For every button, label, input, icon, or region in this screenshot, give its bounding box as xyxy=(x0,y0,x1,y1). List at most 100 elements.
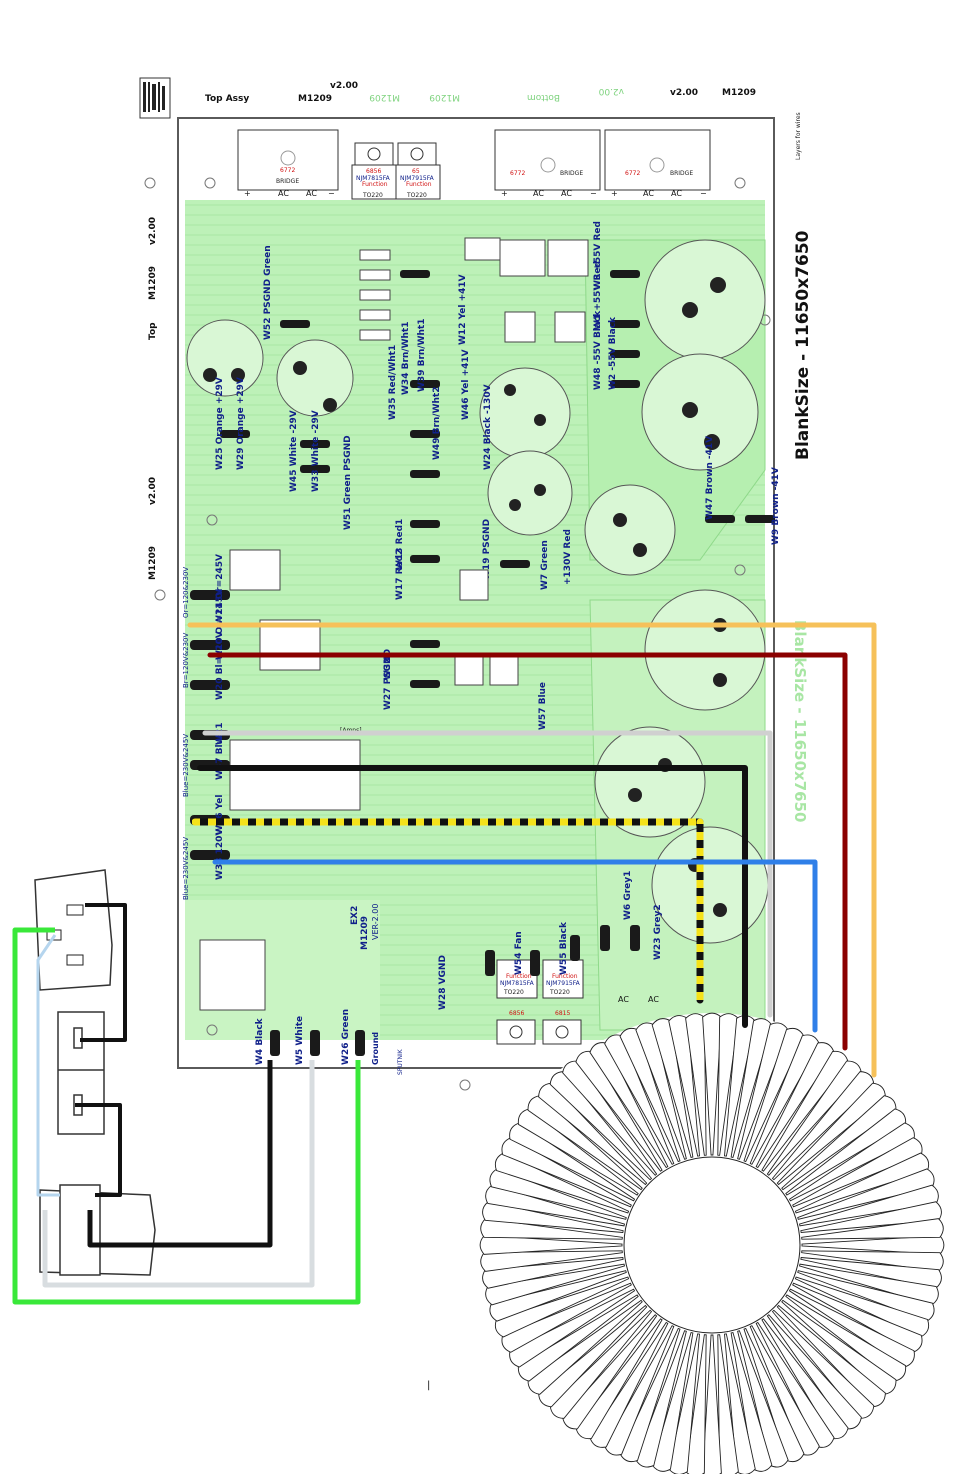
wire-grey xyxy=(202,730,773,1018)
reg-func-3: Function xyxy=(506,973,532,980)
top-assy-label: Top Assy xyxy=(205,94,249,104)
fuse-holder xyxy=(39,1184,156,1276)
bridge-name-1: BRIDGE xyxy=(276,178,299,185)
reg-pkg-4: TO220 xyxy=(549,989,570,996)
svg-text:AC: AC xyxy=(533,189,544,198)
toroidal-transformer xyxy=(479,1012,945,1478)
ghost-model-2: M1209 xyxy=(429,92,460,102)
svg-text:−: − xyxy=(590,189,597,198)
wire-label: W33 White -29V xyxy=(311,410,321,492)
board-version: VER-2.00 xyxy=(371,904,380,940)
svg-text:AC: AC xyxy=(671,189,682,198)
wire-label: W7 Green xyxy=(540,540,550,590)
svg-text:+: + xyxy=(244,189,251,198)
reg-pkg-1: TO220 xyxy=(362,192,383,199)
wire-label: +130V Red xyxy=(563,529,573,585)
svg-text:−: − xyxy=(328,189,335,198)
conn-label-4: Blue=230V&245V xyxy=(182,837,190,900)
toroid-winding xyxy=(801,1218,944,1240)
bottom-regulators xyxy=(496,959,584,1045)
svg-text:AC: AC xyxy=(618,995,629,1004)
reg-name-3: NJM7815FA xyxy=(500,980,535,987)
version-right: v2.00 xyxy=(670,88,698,98)
reg-name-1: NJM7815FA xyxy=(356,175,391,182)
wire-orange xyxy=(187,622,877,1078)
wire-label: W24 Black -130V xyxy=(483,384,493,470)
wire-label: W25 Orange +29V xyxy=(215,377,225,470)
wire-label: W49 Brn/Wht2 xyxy=(432,387,442,460)
wire-label: W46 Yel +41V xyxy=(461,349,471,420)
wire-label: W26 Green xyxy=(341,1009,351,1065)
wire-label: W38 120V xyxy=(215,829,225,880)
version-left: v2.00 xyxy=(330,81,358,91)
svg-text:AC: AC xyxy=(306,189,317,198)
conn-label-3: Blue=230V&245V xyxy=(182,734,190,797)
toroid-core-hole xyxy=(623,1156,801,1334)
layers-note: Layers for wires xyxy=(795,112,802,160)
wire-label: W17 Red2 xyxy=(395,549,405,600)
svg-text:AC: AC xyxy=(643,189,654,198)
side-model: M1209 xyxy=(148,266,158,300)
wire-black xyxy=(197,765,748,1028)
wire-label: W4 Black xyxy=(255,1017,265,1065)
capacitor-pads xyxy=(203,277,727,917)
reg-part-1: 6856 xyxy=(366,168,381,175)
wire-label: W32 xyxy=(383,658,393,680)
conn-label-2: Br=120V&230V xyxy=(182,632,190,688)
capacitors xyxy=(186,239,769,944)
model-left: M1209 xyxy=(298,94,332,104)
board-ground: Ground xyxy=(371,1032,380,1065)
bridge-part-2: 6772 xyxy=(510,170,525,177)
wire-label: W47 Brown -41V xyxy=(705,436,715,520)
barcode-logo xyxy=(139,77,171,119)
wire-label: W37 Blue xyxy=(215,732,225,780)
wire-label: W13 Red1 xyxy=(395,519,405,570)
wire-label: W57 Blue xyxy=(538,682,548,730)
wire-label: W54 Fan xyxy=(514,931,524,975)
reg-name-4: NJM7915FA xyxy=(546,980,581,987)
mounting-holes xyxy=(144,177,771,1091)
side-version-2: v2.00 xyxy=(148,477,158,505)
side-model-2: M1209 xyxy=(148,546,158,580)
wire-label: W2 -55V Black xyxy=(608,316,618,390)
mains-wires xyxy=(12,903,361,1305)
wire-label: W29 Orange +29V xyxy=(236,377,246,470)
bridge-rectifiers xyxy=(237,129,711,191)
ghost-model-1: M1209 xyxy=(369,92,400,102)
svg-text:AC: AC xyxy=(278,189,289,198)
wire-label: W5 White xyxy=(295,1016,305,1065)
wire-label: W23 Grey2 xyxy=(653,904,663,960)
wire-blue xyxy=(212,859,818,1033)
top-regulators xyxy=(351,142,441,200)
ghost-version: v2.00 xyxy=(598,86,624,96)
ghost-blank-size: BlankSize - 11650x7650 xyxy=(791,620,809,822)
reg-func-2: Function xyxy=(406,181,432,188)
wire-label: W39 Brn/Wht1 xyxy=(417,319,427,392)
bridge-name-3: BRIDGE xyxy=(670,170,693,177)
wire-label: W3 +55V Red xyxy=(593,221,603,290)
wire-label: W52 PSGND Green xyxy=(263,245,273,340)
svg-text:AC: AC xyxy=(561,189,572,198)
wire-label: W19 PSGND xyxy=(482,519,492,580)
ghost-bottom: Bottom xyxy=(527,92,560,102)
wire-label: W55 Black xyxy=(559,921,569,975)
side-top: Top xyxy=(148,322,158,340)
side-version: v2.00 xyxy=(148,217,158,245)
wire-label: W12 Yel +41V xyxy=(458,274,468,345)
wire-label: W51 Green PSGND xyxy=(343,435,353,530)
wire-label: W28 VGND xyxy=(438,955,448,1010)
wire-label: W48 -55V Black xyxy=(593,310,603,390)
wire-label: W27 PSGND xyxy=(383,649,393,710)
wire-label: W35 Red/Wht1 xyxy=(388,345,398,420)
bridge-name-2: BRIDGE xyxy=(560,170,583,177)
svg-text:+: + xyxy=(611,189,618,198)
conn-label-1: Or=120&230V xyxy=(182,567,190,618)
wire-label: W11 Or=245V xyxy=(215,554,225,625)
wire-label: W20 Bl=120V xyxy=(215,631,225,700)
reg-pkg-3: TO220 xyxy=(503,989,524,996)
wire-label: W36 Yel xyxy=(215,795,225,835)
board-model: M1209 xyxy=(360,916,370,950)
wire-label: W34 Brn/Wht1 xyxy=(401,322,411,395)
